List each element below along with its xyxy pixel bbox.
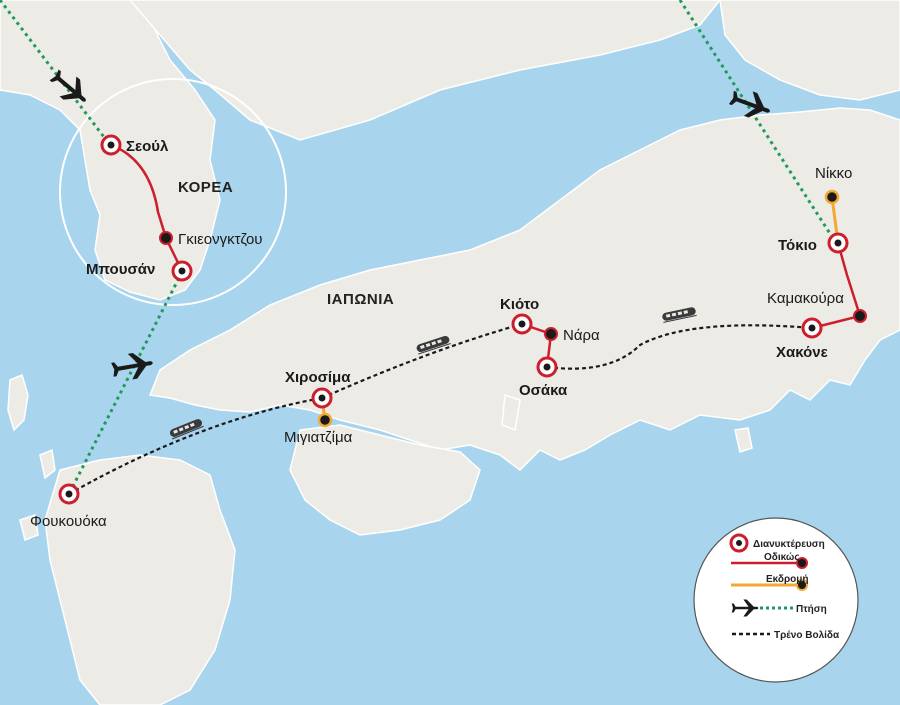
country-label-japan: ΙΑΠΩΝΙΑ [327,291,394,308]
legend: Διανυκτέρευση Οδικώς Εκδρομή Πτήση Τρένο… [693,517,859,683]
city-label-tokyo: Τόκιο [778,237,817,254]
city-label-busan: Μπουσάν [86,261,155,278]
stop-marker-seoul [100,134,122,156]
kyushu-land [44,454,236,705]
city-label-kyoto: Κιότο [500,296,539,313]
city-label-hiroshima: Χιροσίμα [285,369,351,386]
stop-marker-kyoto [511,313,533,335]
city-label-fukuoka: Φουκουόκα [30,513,107,530]
train-osaka-hakone [546,324,813,370]
waypoint-nikko [824,189,840,205]
stop-marker-tokyo [827,232,849,254]
city-label-miyajima: Μιγιατζίμα [284,429,353,446]
island-west-1 [39,448,56,480]
hokkaido-land [719,0,900,101]
city-label-nikko: Νίκκο [815,165,852,182]
mainland-north [129,0,721,141]
city-label-gyeongju: Γκιεονγκτζου [178,231,263,248]
flight-route-seoul [0,0,112,146]
train-routes [68,322,813,495]
legend-label-road: Οδικώς [764,552,800,563]
road-waypoints [159,231,867,341]
korea-inset-circle [59,78,287,306]
road-korea [110,143,184,272]
flight-routes [0,0,838,495]
city-label-osaka: Οσάκα [519,382,568,399]
legend-label-train: Τρένο Βολίδα [774,630,840,641]
stop-marker-busan [171,260,193,282]
stop-marker-osaka [536,356,558,378]
city-label-nara: Νάρα [563,327,600,344]
country-label-korea: ΚΟΡΕΑ [178,179,233,196]
legend-item-flight: Πτήση [731,599,827,617]
stop-marker-hiroshima [311,387,333,409]
stop-marker-fukuoka [58,483,80,505]
island-tsushima [7,373,29,432]
waypoint-miyajima [317,412,333,428]
city-label-seoul: Σεούλ [126,138,169,155]
overnight-stops [58,134,849,505]
flight-route-tokyo [678,0,838,244]
legend-item-excursion: Εκδρομή [731,574,809,591]
island-izu [734,427,753,453]
train-hiroshima-kyoto [321,322,523,400]
stop-marker-hakone [801,317,823,339]
train-fukuoka-hiroshima [68,396,323,495]
road-kanto [811,242,862,330]
legend-item-train: Τρένο Βολίδα [732,630,840,641]
city-label-kamakura: Καμακούρα [767,290,844,307]
legend-circle [693,517,859,683]
city-label-hakone: Χακόνε [776,344,828,361]
legend-label-flight: Πτήση [796,604,827,615]
legend-item-overnight: Διανυκτέρευση [729,533,825,553]
island-west-2 [19,514,39,542]
honshu-land [148,107,900,471]
legend-item-road: Οδικώς [731,552,808,569]
shikoku-land [289,424,481,536]
waypoint-gyeongju [159,231,173,245]
waypoint-kamakura [853,309,867,323]
legend-label-excursion: Εκδρομή [766,574,809,585]
island-awaji [501,393,521,432]
legend-label-overnight: Διανυκτέρευση [753,539,825,550]
waypoint-nara [544,327,558,341]
excursion-waypoints [317,189,840,428]
